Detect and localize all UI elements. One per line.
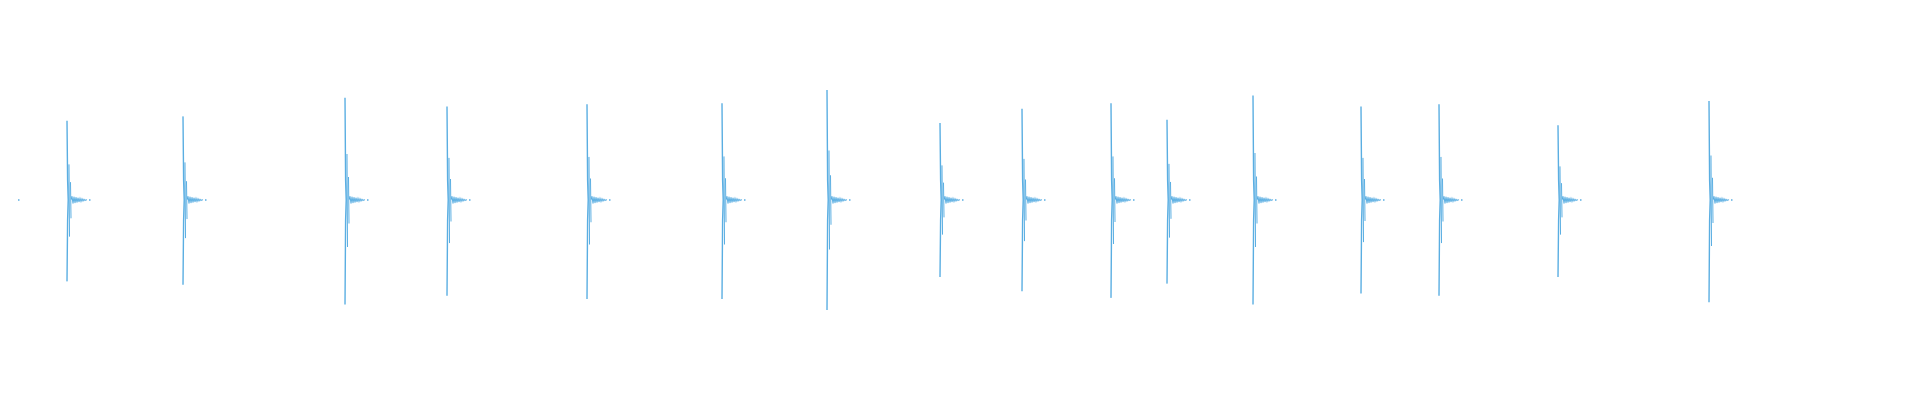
- waveform-dot: [18, 199, 20, 201]
- waveform-spike: [939, 122, 964, 278]
- waveform-spike: [1166, 119, 1191, 284]
- waveform-spike: [721, 103, 746, 300]
- waveform-spike: [1438, 104, 1463, 296]
- waveform-spike: [344, 97, 369, 305]
- waveform-spike: [182, 116, 207, 285]
- waveform-spike: [1252, 95, 1277, 305]
- waveform-spike: [586, 104, 611, 300]
- waveform-spikes: [18, 89, 1733, 311]
- waveform-spike: [446, 106, 471, 296]
- waveform-spike: [66, 120, 91, 282]
- waveform-spike: [1021, 108, 1046, 292]
- waveform-spike: [826, 89, 851, 311]
- waveform-spike: [1708, 100, 1733, 303]
- waveform-spike: [1557, 125, 1582, 278]
- waveform-spike: [1360, 106, 1385, 294]
- waveform-spike: [1110, 103, 1135, 298]
